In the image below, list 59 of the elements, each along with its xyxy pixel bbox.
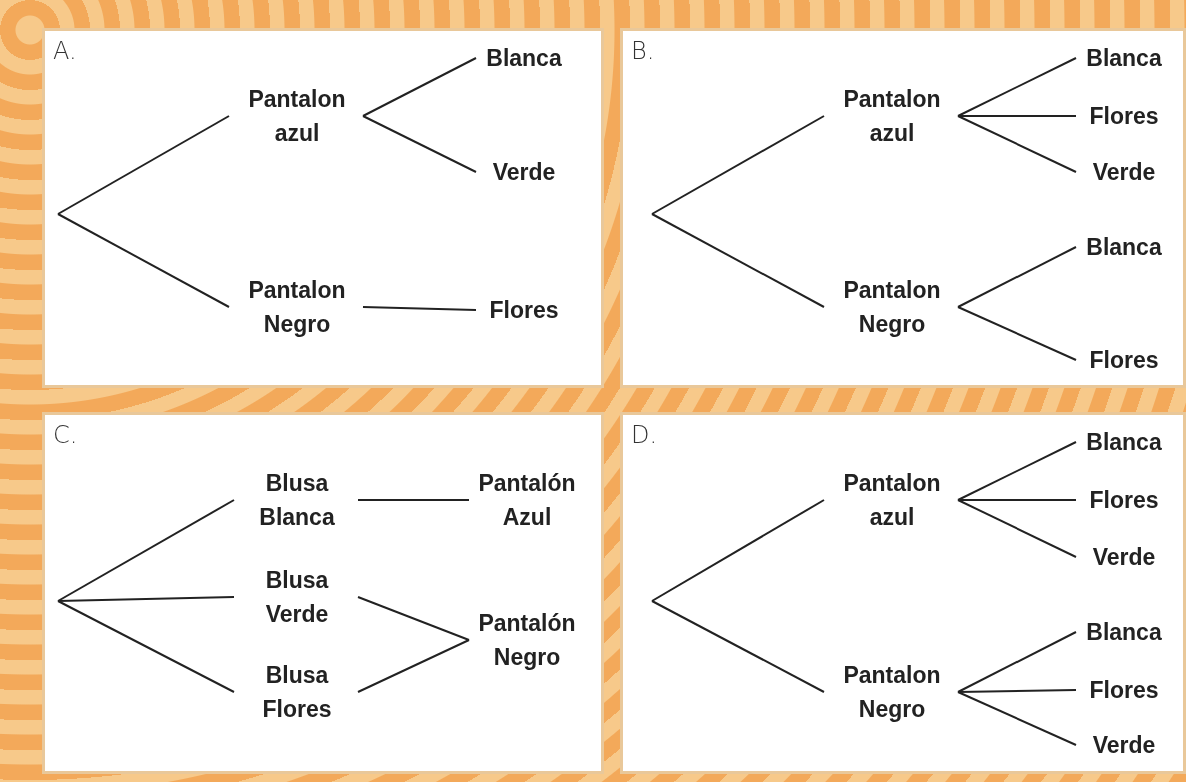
branch-label: Blanca xyxy=(1074,424,1174,460)
branch-line xyxy=(362,57,477,117)
branch-line xyxy=(362,306,477,311)
branch-line xyxy=(57,213,230,308)
panel xyxy=(42,412,604,774)
branch-line xyxy=(957,115,1077,173)
branch-label: Blusa Flores xyxy=(232,657,362,727)
branch-line xyxy=(357,639,470,693)
branch-label: Pantalón Negro xyxy=(467,605,587,675)
branch-label: Blusa Verde xyxy=(232,562,362,632)
panel-letter: D. xyxy=(631,421,658,449)
branch-line xyxy=(57,499,235,602)
branch-line xyxy=(957,441,1077,501)
branch-label: Pantalón Azul xyxy=(467,465,587,535)
branch-label: Blanca xyxy=(1074,229,1174,265)
branch-label: Verde xyxy=(474,154,574,190)
branch-line xyxy=(357,499,470,501)
branch-label: Pantalon Negro xyxy=(822,272,962,342)
branch-line xyxy=(362,115,477,173)
branch-line xyxy=(957,57,1077,117)
branch-line xyxy=(957,689,1077,693)
branch-line xyxy=(57,596,235,602)
branch-line xyxy=(651,115,825,215)
panel xyxy=(620,412,1186,774)
branch-line xyxy=(957,691,1077,746)
branch-label: Verde xyxy=(1074,539,1174,575)
branch-label: Verde xyxy=(1074,727,1174,763)
branch-line xyxy=(651,213,825,308)
branch-line xyxy=(651,499,825,602)
branch-label: Flores xyxy=(1074,342,1174,378)
branch-line xyxy=(957,631,1077,693)
branch-label: Blanca xyxy=(474,40,574,76)
branch-label: Flores xyxy=(1074,672,1174,708)
branch-label: Pantalon azul xyxy=(822,465,962,535)
branch-label: Pantalon Negro xyxy=(227,272,367,342)
branch-label: Pantalon azul xyxy=(227,81,367,151)
branch-line xyxy=(957,306,1077,361)
branch-label: Pantalon Negro xyxy=(822,657,962,727)
panel-letter: C. xyxy=(53,421,78,449)
branch-line xyxy=(357,596,470,641)
panel xyxy=(42,28,604,388)
branch-label: Blusa Blanca xyxy=(232,465,362,535)
branch-label: Flores xyxy=(1074,98,1174,134)
branch-label: Flores xyxy=(1074,482,1174,518)
branch-label: Flores xyxy=(474,292,574,328)
branch-label: Pantalon azul xyxy=(822,81,962,151)
branch-line xyxy=(957,246,1077,308)
branch-line xyxy=(957,115,1077,117)
branch-line xyxy=(57,115,230,215)
branch-line xyxy=(57,600,235,693)
panel-letter: A. xyxy=(53,37,77,65)
panel-letter: B. xyxy=(631,37,655,65)
branch-line xyxy=(651,600,825,693)
branch-line xyxy=(957,499,1077,558)
panel xyxy=(620,28,1186,388)
branch-label: Blanca xyxy=(1074,614,1174,650)
branch-label: Verde xyxy=(1074,154,1174,190)
branch-line xyxy=(957,499,1077,501)
branch-label: Blanca xyxy=(1074,40,1174,76)
